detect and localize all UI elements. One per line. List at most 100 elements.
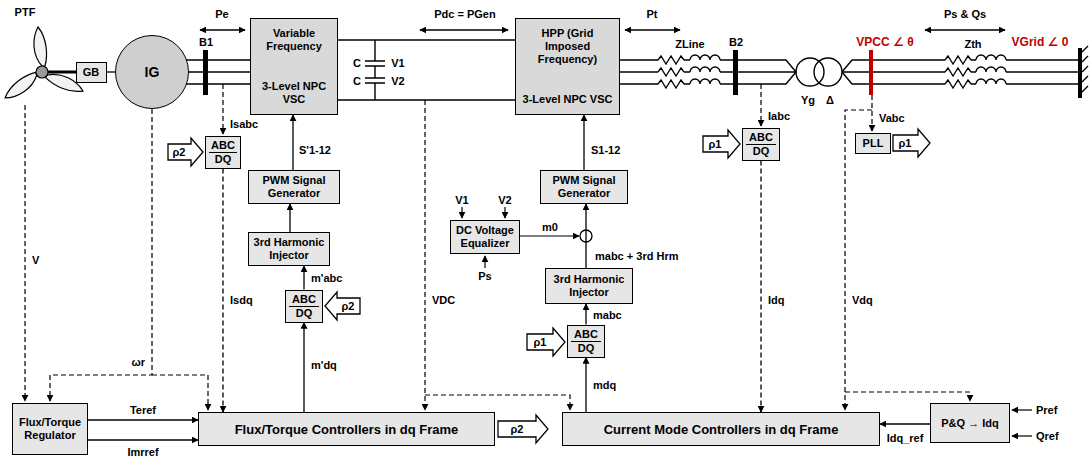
connector [585,358,586,413]
signal-line [871,95,872,131]
capacitor-label: C [352,57,362,70]
capacitor-label: C [352,75,362,88]
signal-name: V2 [497,194,512,207]
power-line [1006,60,1078,84]
power-flow-arrow [200,29,245,30]
line-impedance [945,80,971,88]
hollow-arrow [168,138,203,166]
signal-line [425,395,570,410]
power-line [338,40,515,100]
connector [880,423,930,424]
signal-name: Isabc [229,118,259,131]
signal-arrow [1012,409,1032,410]
node-text: DQ [209,153,237,166]
line-impedance [945,56,971,64]
generator-circle: IG [115,35,189,109]
signal-name: S1-12 [590,144,621,157]
voltage-label: VGrid ∠ 0 [1011,36,1070,49]
bus-label: B2 [728,36,744,49]
hollow-arrow [893,129,930,157]
connector [88,419,198,420]
signal-line [760,84,761,126]
power-to-current-box: P&Q → Idq [930,403,1010,443]
bus-bar [733,50,738,95]
signal-name: Idq_ref [886,432,925,445]
bus-label: B1 [198,36,214,49]
pwm-box: PWM Signal Generator [248,170,340,204]
gearbox-box: GB [76,62,107,83]
angle-label: ρ2 [341,300,356,313]
line-impedance [976,67,1006,72]
signal-name: Ps [477,270,492,283]
transform-box: ABCDQ [567,325,605,358]
bus-bar [1078,48,1082,98]
angle-label: ρ1 [898,137,913,150]
connector [303,323,304,413]
node-text: Current Mode Controllers in dq Frame [567,422,875,437]
signal-name: Vdq [851,294,874,307]
signal-name: V [31,254,40,267]
signal-arrow [520,235,579,236]
voltage-label: V2 [390,75,405,88]
node-text: ABC [571,328,601,342]
impedance-label: ZLine [674,38,705,51]
power-line [620,60,658,84]
controller-box: Flux/Torque Controllers in dq Frame [198,412,495,446]
wind-turbine [36,66,48,78]
transformer [796,58,842,86]
connector [292,115,293,170]
node-text: DQ [571,342,601,355]
line-impedance [690,79,720,84]
transform-box: ABCDQ [742,128,780,161]
signal-arrow [1012,435,1032,436]
signal-name: m'abc [310,272,343,285]
line-impedance [690,55,720,60]
node-text: HPP (Grid Imposed Frequency) [520,27,615,66]
voltage-label: VPCC ∠ θ [855,36,914,49]
voltage-label: V1 [390,57,405,70]
connector [303,266,304,290]
node-text: DQ [289,307,319,320]
signal-arrow [461,207,462,218]
node-text: 3-Level NPC VSC [255,80,333,106]
signal-name: Isdq [229,294,254,307]
power-label: PTF [14,6,37,19]
node-text: DQ [746,145,776,158]
hollow-arrow [527,328,565,356]
signal-arrow [462,207,1032,436]
converter-box: HPP (Grid Imposed Frequency)3-Level NPC … [515,18,620,115]
signal-name: mabc [592,309,623,322]
wind-turbine [34,27,47,66]
signal-name: mdq [592,379,617,392]
node-text: 3rd Harmonic Injector [253,236,325,262]
injector-box: 3rd Harmonic Injector [545,268,633,304]
line-impedance [658,55,1006,88]
power-line [842,60,945,84]
signal-line [24,105,25,401]
bus-bar [203,50,208,95]
hollow-arrow [703,130,740,158]
wind-turbine [1,27,85,102]
node-text: IG [120,66,184,79]
hollow-arrow [325,292,360,320]
hollow-arrow [498,415,548,443]
signal-line [50,109,152,401]
power-line [365,40,385,100]
controller-box: Current Mode Controllers in dq Frame [562,412,880,446]
pwm-box: PWM Signal Generator [540,170,628,204]
transform-box: ABCDQ [285,290,323,323]
connector [760,161,761,413]
line-impedance [690,67,720,72]
connector [88,439,198,440]
power-line [971,60,976,84]
signal-line [25,84,970,410]
signal-line [152,375,208,410]
signal-line [222,84,223,134]
node-text: PWM Signal Generator [545,174,623,200]
signal-name: Teref [129,404,157,417]
angle-label: ρ2 [172,146,187,159]
signal-name: ωr [130,356,146,369]
winding-label: Yg [800,94,816,107]
